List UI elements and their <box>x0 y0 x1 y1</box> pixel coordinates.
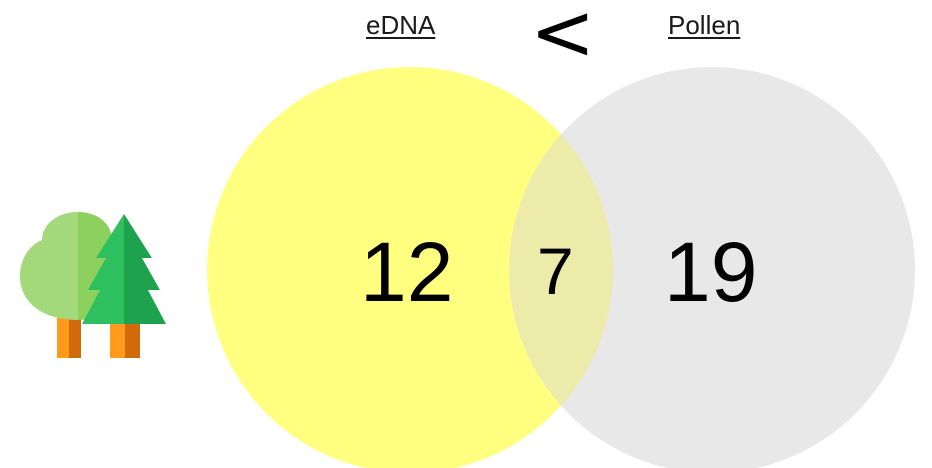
deciduous-trunk-shade <box>69 310 81 358</box>
conifer-canopy <box>82 214 124 324</box>
set-a-circle <box>207 67 613 468</box>
set-a-only-count: 12 <box>360 225 454 319</box>
forest-trees-icon <box>20 212 166 358</box>
conifer-trunk-shade <box>125 320 140 358</box>
set-b-only-count: 19 <box>664 225 758 319</box>
set-b-circle <box>509 67 915 468</box>
deciduous-canopy <box>20 212 78 320</box>
set-a-label: eDNA <box>366 10 436 40</box>
conifer-canopy-shade <box>124 214 166 324</box>
comparison-symbol: < <box>530 0 596 78</box>
set-b-label: Pollen <box>668 10 741 40</box>
overlap-count: 7 <box>537 234 574 308</box>
